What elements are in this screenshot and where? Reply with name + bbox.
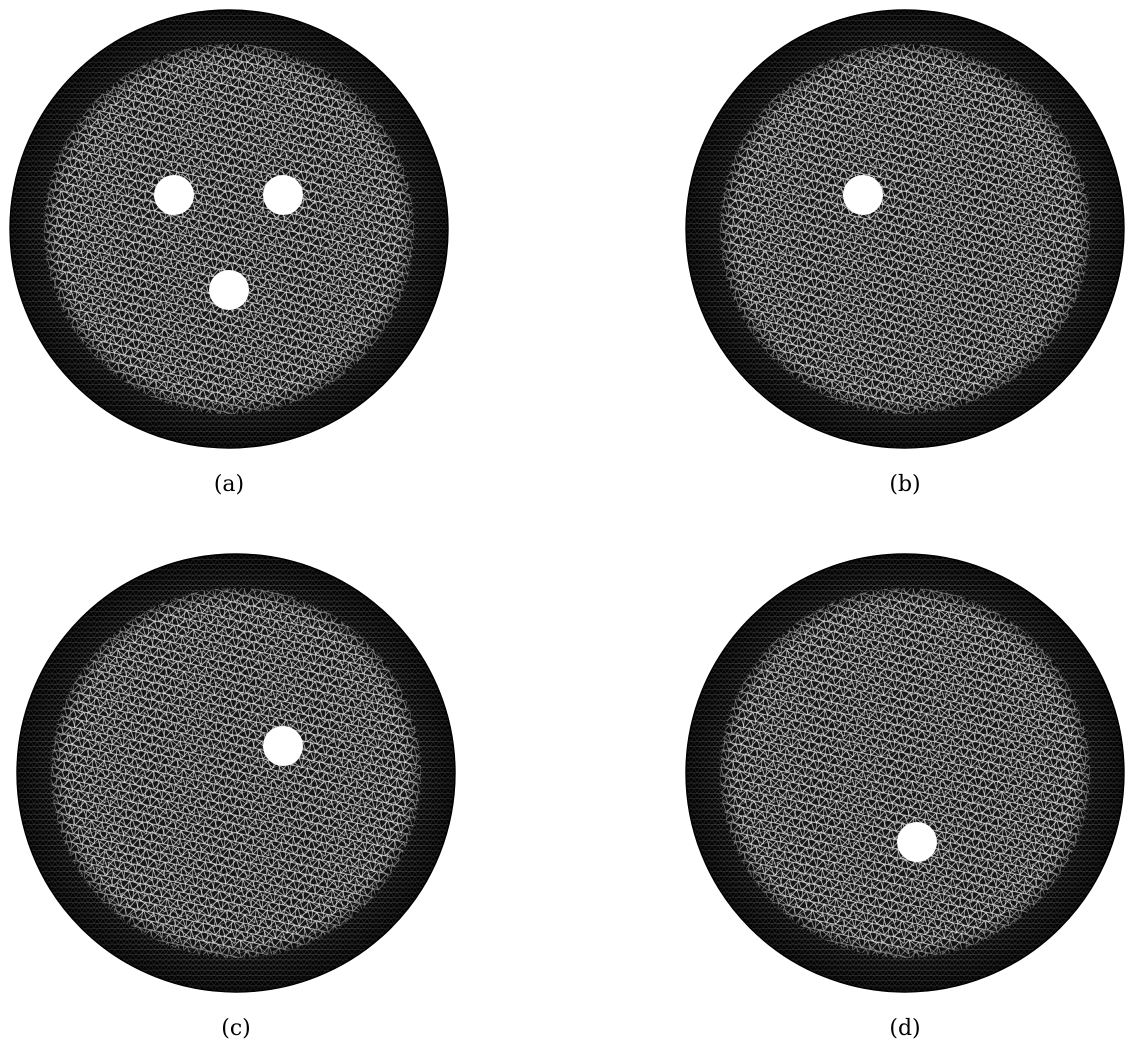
disc-outline (9, 9, 449, 449)
mesh-disc-a (10, 10, 448, 448)
mesh-disc-c (17, 554, 455, 992)
caption-c: (c) (221, 1016, 251, 1041)
caption-d: (d) (889, 1016, 921, 1041)
hole (897, 822, 937, 862)
mesh-disc-d (686, 554, 1124, 992)
disc-outline (685, 553, 1125, 993)
mesh-disc-b (686, 10, 1124, 448)
hole (843, 175, 883, 215)
mesh-panel-c (0, 523, 486, 1023)
disc-outline (16, 553, 456, 993)
hole (154, 175, 194, 215)
hole (209, 270, 249, 310)
hole (263, 726, 303, 766)
hole (263, 175, 303, 215)
caption-b: (b) (889, 472, 921, 497)
mesh-panel-b (655, 0, 1134, 479)
disc-outline (685, 9, 1125, 449)
mesh-panel-a (0, 0, 479, 479)
mesh-panel-d (655, 523, 1134, 1023)
caption-a: (a) (213, 472, 245, 497)
